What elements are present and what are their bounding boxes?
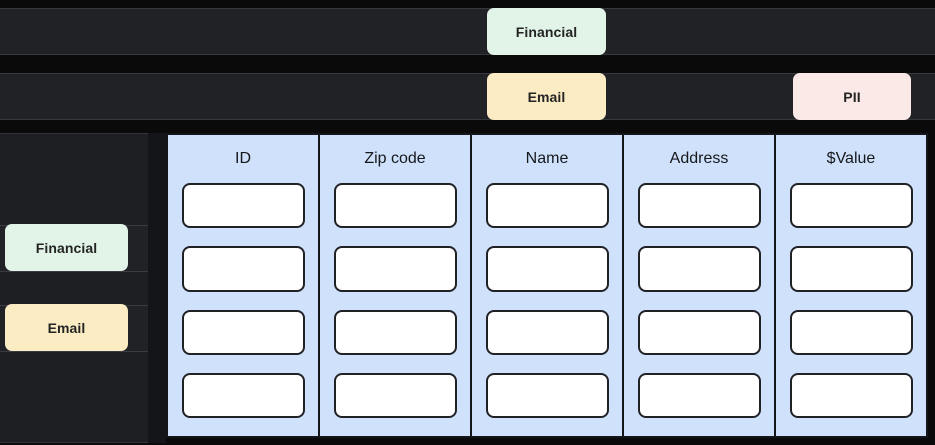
table-column-value: $Value [776, 135, 926, 436]
tag-row-1 [0, 8, 935, 55]
lower-region: Financial Email ID Zip code Name Address [0, 133, 935, 445]
table-cell[interactable] [333, 372, 457, 418]
data-table: ID Zip code Name Address [166, 133, 928, 438]
table-column-name: Name [472, 135, 624, 436]
table-column-address: Address [624, 135, 776, 436]
table-cell[interactable] [333, 183, 457, 229]
table-cell[interactable] [485, 183, 609, 229]
table-cell[interactable] [637, 309, 761, 355]
column-header-name: Name [525, 150, 569, 167]
table-cell[interactable] [181, 309, 305, 355]
top-tag-rows: Financial Email PII [0, 0, 935, 128]
tag-email-row2[interactable]: Email [487, 73, 606, 120]
table-column-zip-code: Zip code [320, 135, 472, 436]
table-cell[interactable] [789, 309, 913, 355]
column-header-address: Address [669, 150, 729, 167]
table-cell[interactable] [181, 372, 305, 418]
table-cell[interactable] [181, 183, 305, 229]
sidebar-item-email[interactable]: Email [5, 304, 128, 351]
table-cell[interactable] [789, 372, 913, 418]
table-cell[interactable] [333, 246, 457, 292]
table-cell[interactable] [485, 309, 609, 355]
table-cell[interactable] [485, 372, 609, 418]
sidebar-panel [0, 133, 148, 443]
tag-financial-row1[interactable]: Financial [487, 8, 606, 55]
sidebar-item-financial[interactable]: Financial [5, 224, 128, 271]
table-cell[interactable] [485, 246, 609, 292]
tag-row-2 [0, 73, 935, 120]
column-header-id: ID [235, 150, 251, 167]
tag-pii-row2[interactable]: PII [793, 73, 911, 120]
table-column-id: ID [168, 135, 320, 436]
column-header-zip-code: Zip code [364, 150, 426, 167]
table-cell[interactable] [789, 183, 913, 229]
table-cell[interactable] [789, 246, 913, 292]
table-cell[interactable] [333, 309, 457, 355]
table-cell[interactable] [181, 246, 305, 292]
table-cell[interactable] [637, 372, 761, 418]
column-header-value: $Value [826, 150, 876, 167]
table-cell[interactable] [637, 246, 761, 292]
sidebar-table-gutter [148, 133, 166, 443]
table-cell[interactable] [637, 183, 761, 229]
